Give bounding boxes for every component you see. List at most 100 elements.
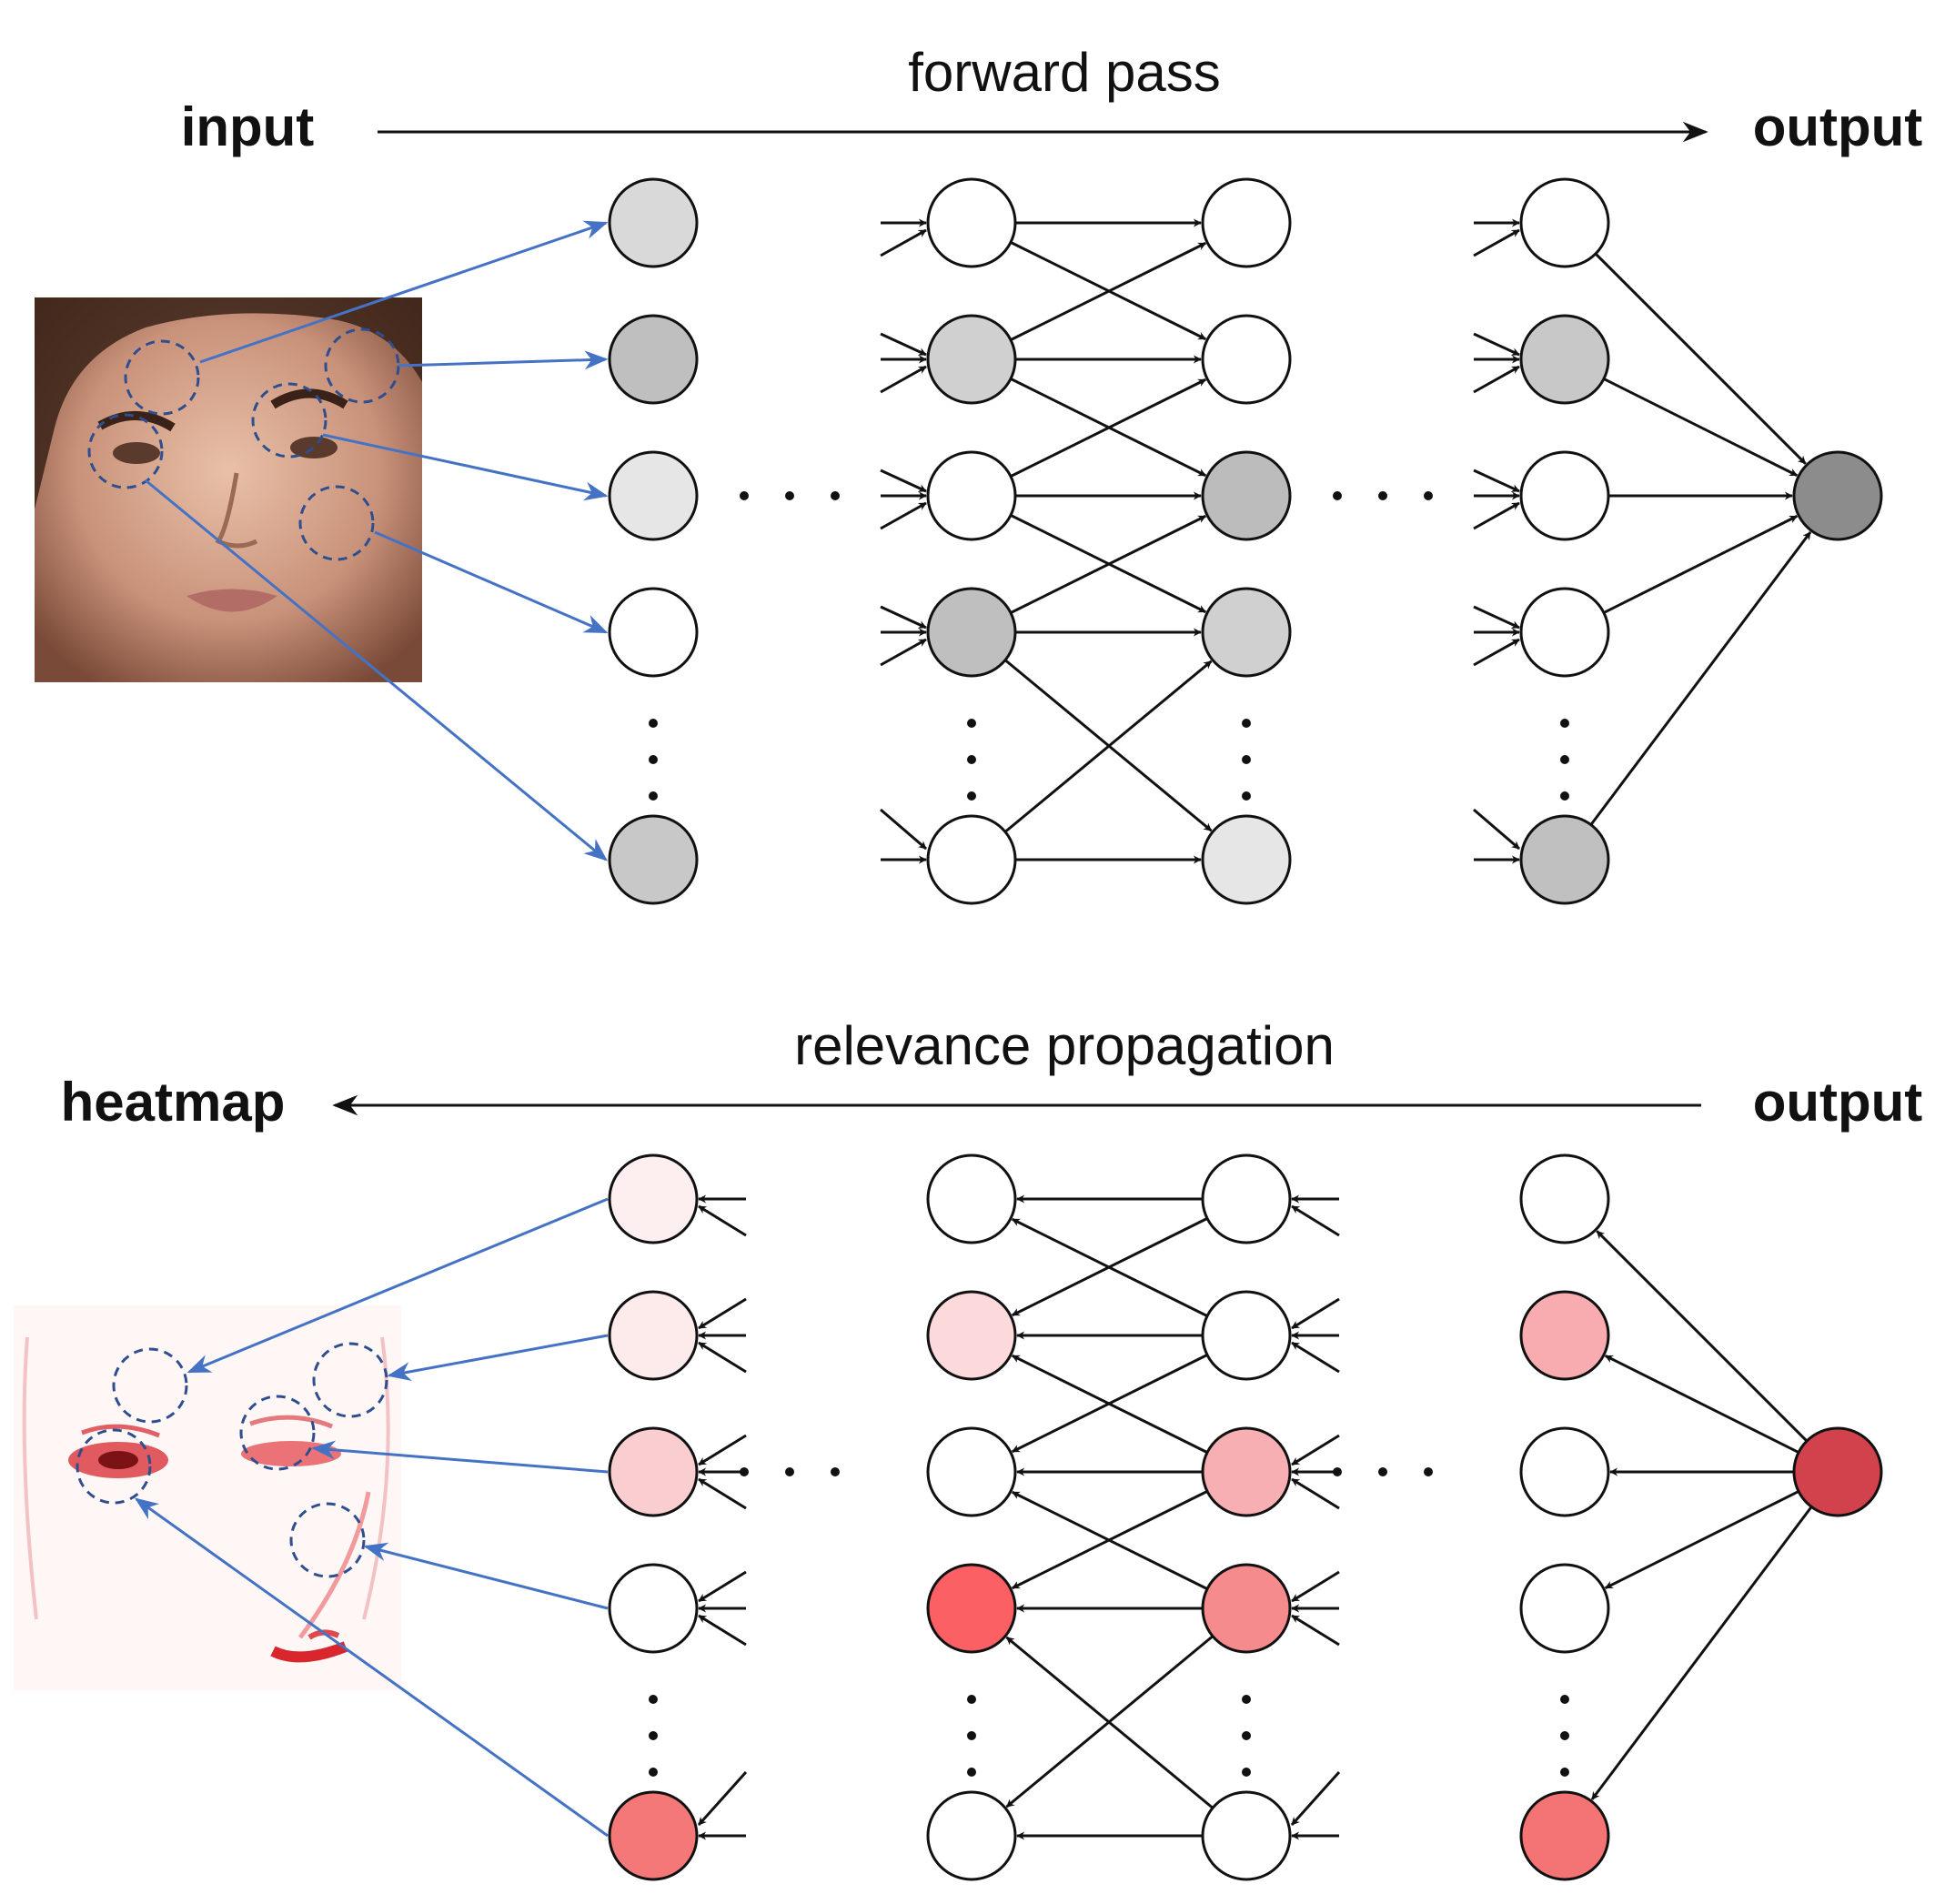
heatmap-label: heatmap [61,1072,286,1133]
relevance-node [926,1153,1017,1244]
forward-node [1201,587,1292,678]
forward-node [926,814,1017,905]
output-edge [1596,1230,1809,1443]
input-mapping-arrow [374,530,609,634]
output-label-bottom: output [1753,1072,1923,1133]
relevance-node [926,1290,1017,1381]
stub-arrow [880,365,927,394]
forward-node [1201,814,1292,905]
forward-node [926,177,1017,268]
relevance-output-node [1792,1426,1883,1517]
ellipsis-dots [1333,1467,1342,1476]
relevance-propagation-caption: relevance propagation [794,1015,1335,1076]
receptive-field-circle [312,1342,388,1418]
stub-arrow [1291,1477,1340,1510]
ellipsis-dots [967,755,976,764]
forward-node [926,450,1017,541]
input-label: input [181,96,315,157]
ellipsis-dots [967,1768,976,1777]
stub-arrow [698,1434,747,1466]
stub-arrow [880,605,927,630]
output-label-top: output [1753,96,1923,157]
network-edge [1010,378,1207,478]
stub-arrow [880,332,927,357]
ellipsis-dots [1378,491,1387,500]
forward-node [608,314,699,405]
ellipsis-dots [649,1695,658,1704]
forward-node [1201,177,1292,268]
output-edge [1589,531,1812,826]
relevance-node [926,1563,1017,1654]
stub-arrow [697,1770,748,1827]
ellipsis-dots [649,719,658,728]
forward-node [608,814,699,905]
ellipsis-dots [967,1695,976,1704]
stub-arrow [1290,1770,1341,1827]
forward-node [1519,814,1610,905]
relevance-node [1201,1563,1292,1654]
relevance-node [1519,1563,1610,1654]
ellipsis-dots [649,755,658,764]
heatmap-mapping-arrow [134,1497,609,1838]
output-edge [1590,1506,1813,1800]
receptive-field-circle [112,1347,188,1424]
forward-node [1519,314,1610,405]
forward-node [608,177,699,268]
stub-arrow [1473,501,1520,530]
relevance-node [1201,1426,1292,1517]
network-edge [1010,514,1207,614]
forward-node [1201,450,1292,541]
stub-arrow [1473,468,1520,493]
receptive-field-circle [298,485,375,561]
forward-pass-caption: forward pass [908,42,1220,103]
ellipsis-dots [649,1731,658,1740]
forward-node [926,587,1017,678]
stub-arrow [880,501,927,530]
ellipsis-dots [1333,491,1342,500]
stub-arrow [1291,1297,1340,1330]
ellipsis-dots [1378,1467,1387,1476]
forward-node [926,314,1017,405]
stub-arrow [1473,365,1520,394]
heatmap-mapping-arrow [387,1334,609,1382]
receptive-field-circle [251,382,328,458]
network-edge [1005,1635,1214,1808]
stub-arrow [1291,1204,1340,1237]
ellipsis-dots [1560,791,1569,801]
stub-arrow [880,228,927,257]
relevance-node [608,1290,699,1381]
network-edge [1011,1490,1208,1590]
stub-arrow [1291,1434,1340,1466]
network-edge [1011,1217,1208,1317]
relevance-node [608,1426,699,1517]
receptive-field-circle [87,413,164,489]
ellipsis-dots [1560,1695,1569,1704]
ellipsis-dots [1242,719,1251,728]
ellipsis-dots [740,1467,749,1476]
relevance-node [608,1790,699,1881]
relevance-node [1201,1290,1292,1381]
network-edge [1004,660,1213,833]
ellipsis-dots [1242,755,1251,764]
forward-node [1201,314,1292,405]
ellipsis-dots [785,491,794,500]
ellipsis-dots [831,491,840,500]
stub-arrow [1473,638,1520,667]
stub-arrow [698,1614,747,1647]
output-edge [1603,515,1799,614]
relevance-node [1519,1790,1610,1881]
heatmap-mapping-arrow [311,1440,609,1474]
stub-arrow [698,1204,747,1237]
relevance-node [608,1153,699,1244]
relevance-node [1519,1426,1610,1517]
input-mapping-arrow [199,220,609,364]
relevance-node [1201,1790,1292,1881]
stub-arrow [698,1341,747,1374]
relevance-node [1519,1153,1610,1244]
ellipsis-dots [831,1467,840,1476]
ellipsis-dots [1242,1731,1251,1740]
input-mapping-arrow [398,350,609,370]
ellipsis-dots [1560,1731,1569,1740]
ellipsis-dots [1560,1768,1569,1777]
